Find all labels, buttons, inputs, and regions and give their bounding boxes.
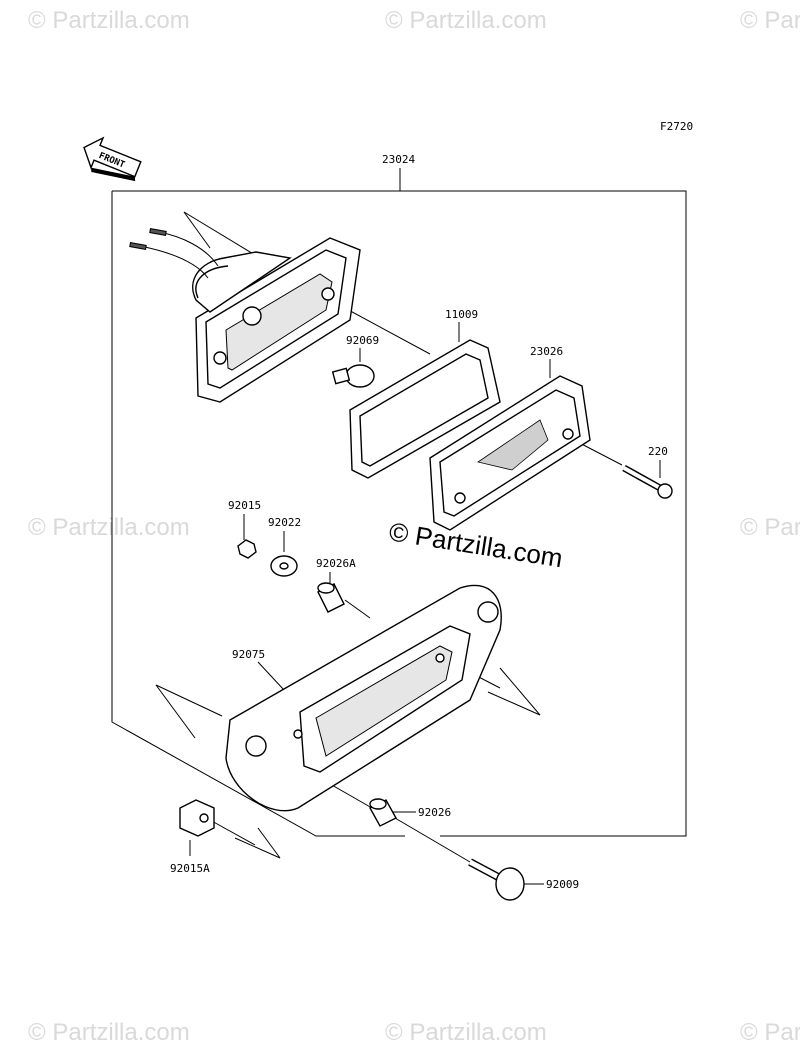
- label-92069: 92069: [346, 334, 379, 347]
- collar-a: [317, 582, 345, 613]
- watermark: © Partzilla.com: [740, 7, 800, 34]
- watermark: © Partzilla.com: [385, 7, 547, 34]
- label-220: 220: [648, 445, 668, 458]
- watermark: © Partzilla.com: [28, 7, 190, 34]
- front-arrow-icon: FRONT: [83, 136, 142, 182]
- bracket: [225, 584, 502, 812]
- bulb: [331, 364, 375, 388]
- screw-220: [622, 464, 673, 499]
- washer: [270, 555, 298, 577]
- figure-code: F2720: [660, 120, 693, 133]
- assembly-bracket: [111, 168, 687, 837]
- collar: [369, 798, 397, 827]
- label-92022: 92022: [268, 516, 301, 529]
- label-23026: 23026: [530, 345, 563, 358]
- label-92015: 92015: [228, 499, 261, 512]
- label-92026: 92026: [418, 806, 451, 819]
- watermark: © Partzilla.com: [740, 1019, 800, 1046]
- clip-nut: [179, 799, 215, 837]
- watermark: © Partzilla.com: [740, 514, 800, 541]
- nut: [237, 539, 257, 559]
- label-11009: 11009: [445, 308, 478, 321]
- watermarks: © Partzilla.com © Partzilla.com © Partzi…: [28, 7, 800, 1046]
- label-92015A: 92015A: [170, 862, 210, 875]
- label-92075: 92075: [232, 648, 265, 661]
- watermark: © Partzilla.com: [28, 514, 190, 541]
- lens: [429, 375, 591, 531]
- bolt: [468, 858, 525, 901]
- lamp-housing: [129, 228, 361, 403]
- watermark: © Partzilla.com: [385, 1019, 547, 1046]
- label-92026A: 92026A: [316, 557, 356, 570]
- watermark: © Partzilla.com: [28, 1019, 190, 1046]
- label-23024: 23024: [382, 153, 415, 166]
- label-92009: 92009: [546, 878, 579, 891]
- center-watermark: © Partzilla.com: [387, 516, 565, 573]
- lens-gasket: [349, 339, 501, 479]
